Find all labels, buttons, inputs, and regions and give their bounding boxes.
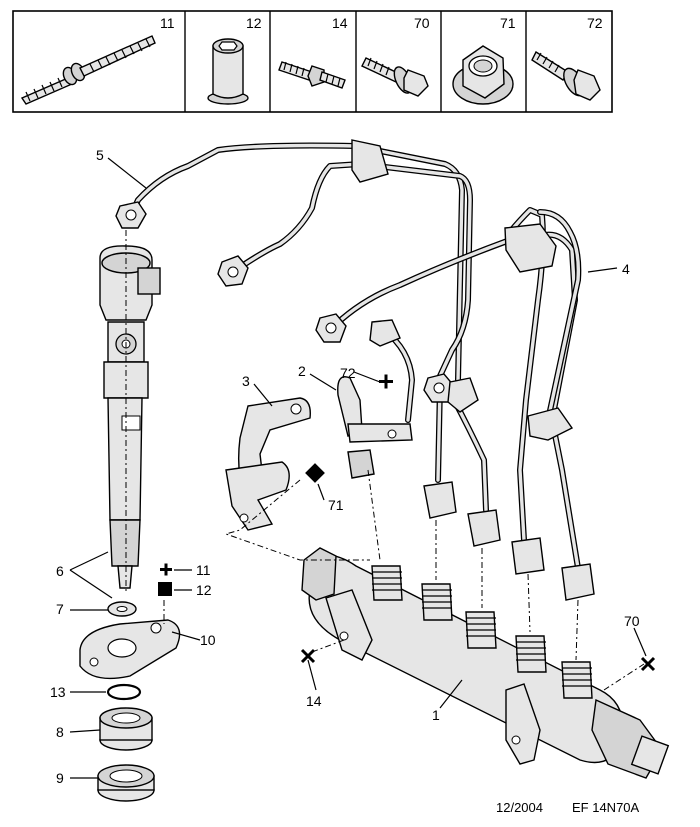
- injector-washer: [107, 601, 137, 617]
- pipe-union-nut: [315, 313, 347, 343]
- table-ref-14: 14: [332, 15, 348, 31]
- callout-5: 5: [96, 147, 104, 163]
- table-ref-71: 71: [500, 15, 516, 31]
- callout-70: 70: [624, 613, 640, 629]
- common-rail: [301, 547, 670, 779]
- injector: [99, 230, 161, 592]
- table-ref-12: 12: [246, 15, 262, 31]
- table-ref-72: 72: [587, 15, 603, 31]
- plus-symbol-icon: [160, 563, 172, 576]
- leader-lines: [69, 157, 647, 779]
- callout-14: 14: [306, 693, 322, 709]
- footer-date: 12/2004: [496, 800, 543, 815]
- pipe-union-nut: [511, 537, 545, 575]
- injector-clamp-plate: [79, 619, 181, 680]
- plus-symbol-icon: [379, 374, 393, 389]
- callout-8: 8: [56, 724, 64, 740]
- callout-6: 6: [56, 563, 64, 579]
- bracket-3: [225, 397, 311, 531]
- callout-13: 13: [50, 684, 66, 700]
- cross-symbol-icon: [300, 648, 316, 664]
- callout-1: 1: [432, 707, 440, 723]
- footer-ref: EF 14N70A: [572, 800, 640, 815]
- cross-symbol-icon: [640, 656, 656, 672]
- threaded-insert-icon: [207, 38, 249, 105]
- rail-outlet: [371, 565, 403, 601]
- parts-table: 11 12 14 70 71 72: [12, 10, 613, 113]
- rail-outlet: [515, 635, 547, 673]
- callout-72: 72: [340, 365, 356, 381]
- rail-outlet: [561, 661, 593, 699]
- rail-outlet: [421, 583, 453, 621]
- pipe-union-nut: [561, 563, 595, 601]
- filled-square-symbol-icon: [158, 582, 172, 596]
- stud-icon: [278, 61, 346, 89]
- flange-nut-icon: [452, 45, 514, 105]
- callout-9: 9: [56, 770, 64, 786]
- long-stud-icon: [20, 35, 156, 105]
- pipe-union-nut: [217, 255, 249, 287]
- table-ref-11: 11: [160, 15, 175, 31]
- bolt-with-washer-icon: [531, 50, 601, 101]
- callout-71: 71: [328, 497, 344, 513]
- callout-7: 7: [56, 601, 64, 617]
- pipe-clip: [447, 377, 479, 413]
- callouts: 1 2 3 4 5 6 7 8 9 10 11 12 13 14 70 71 7…: [50, 147, 640, 786]
- pipe-union-nut: [115, 201, 147, 229]
- callout-12: 12: [196, 582, 212, 598]
- pipe-union-nut: [467, 509, 501, 547]
- pipe-union-nut: [423, 481, 457, 519]
- rail-outlet: [465, 611, 497, 649]
- pipe-clip: [504, 223, 557, 273]
- o-ring-seal: [106, 683, 142, 701]
- injector-sleeve: [99, 707, 153, 751]
- fuel-pipes: [115, 139, 595, 601]
- callout-10: 10: [200, 632, 216, 648]
- pipe-clip: [527, 407, 574, 441]
- table-ref-70: 70: [414, 15, 430, 31]
- flange-bolt-icon: [361, 57, 429, 97]
- filled-square-symbol-icon: [305, 463, 325, 483]
- callout-3: 3: [242, 373, 250, 389]
- callout-2: 2: [298, 363, 306, 379]
- callout-11: 11: [196, 562, 211, 578]
- callout-4: 4: [622, 261, 630, 277]
- bracket-2: [337, 376, 413, 479]
- injector-seal-ring: [97, 764, 155, 802]
- pipe-clip: [351, 139, 389, 183]
